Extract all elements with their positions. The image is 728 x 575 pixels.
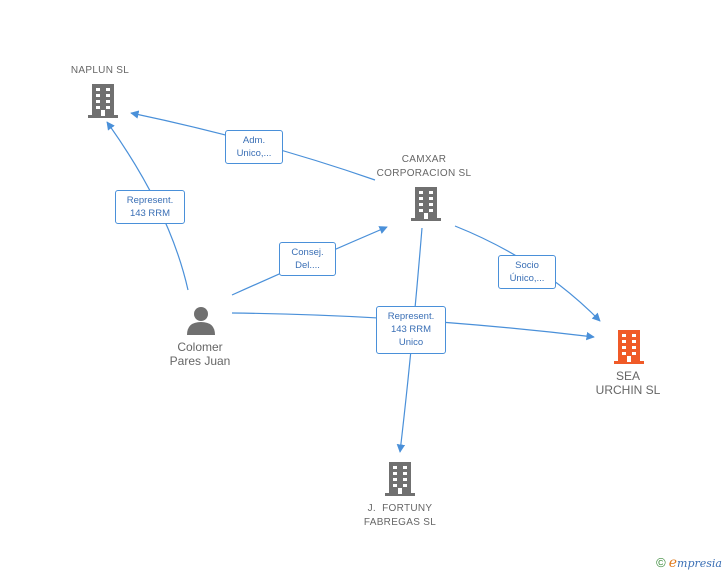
edge-label-line2: Del....: [295, 260, 320, 271]
edge-label-line1: Represent.: [126, 195, 174, 206]
company-name-line1: CAMXAR: [401, 154, 447, 165]
company-name: NAPLUN SL: [70, 65, 130, 76]
company-name-line1: SEA: [615, 369, 640, 383]
person-icon[interactable]: [186, 305, 216, 335]
edge-label-line1: Represent.: [387, 311, 435, 322]
building-icon[interactable]: [411, 187, 441, 221]
edge-label-line1: Consej.: [291, 247, 324, 258]
building-icon[interactable]: [88, 84, 118, 118]
edge-label-line2: Único,...: [509, 273, 545, 284]
copyright-icon: ©: [656, 555, 666, 570]
company-name-line2: CORPORACION SL: [376, 168, 472, 179]
node-naplun-label[interactable]: NAPLUN SL: [55, 64, 145, 78]
edge-label-adm[interactable]: Adm. Unico,...: [225, 130, 283, 164]
brand-logo-initial: e: [668, 555, 678, 571]
edge-label-socio[interactable]: Socio Único,...: [498, 255, 556, 289]
building-icon[interactable]: [614, 330, 644, 364]
edge-label-line3: Unico: [398, 337, 424, 348]
company-name-line2: URCHIN SL: [595, 383, 661, 397]
edge-label-line2: 143 RRM: [129, 208, 171, 219]
node-fortuny-label[interactable]: J. FORTUNY FABREGAS SL: [350, 502, 450, 530]
node-camxar-label[interactable]: CAMXAR CORPORACION SL: [364, 153, 484, 181]
edge-label-represent-naplun[interactable]: Represent. 143 RRM: [115, 190, 185, 224]
edge-label-line1: Adm.: [242, 135, 266, 146]
edge-label-represent-center[interactable]: Represent. 143 RRM Unico: [376, 306, 446, 354]
building-icon[interactable]: [385, 462, 415, 496]
person-name-line1: Colomer: [177, 340, 223, 354]
company-name-line2: FABREGAS SL: [363, 517, 437, 528]
brand-logo-text: mpresia: [677, 557, 722, 570]
brand-footer[interactable]: © empresia: [656, 555, 722, 571]
node-colomer-label[interactable]: Colomer Pares Juan: [152, 340, 248, 368]
edge-label-line2: Unico,...: [236, 148, 272, 159]
person-name-line2: Pares Juan: [169, 354, 231, 368]
company-name-line1: J. FORTUNY: [367, 503, 433, 514]
edge-label-line1: Socio: [515, 260, 539, 271]
edge-label-line2: 143 RRM: [390, 324, 432, 335]
edge-label-consej[interactable]: Consej. Del....: [279, 242, 336, 276]
node-sea-label[interactable]: SEA URCHIN SL: [580, 369, 676, 397]
